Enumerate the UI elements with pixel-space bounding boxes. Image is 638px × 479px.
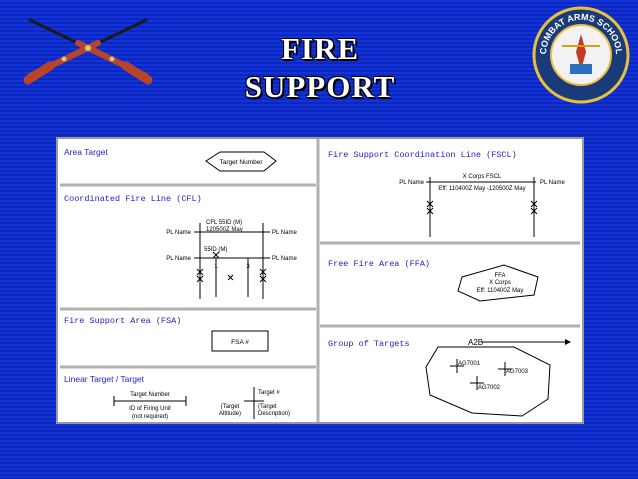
fscl-corps-label: X Corps FSCL [463, 174, 502, 180]
linear-target-not-required: (not required) [132, 414, 168, 420]
group-outline [425, 346, 551, 417]
cfl-bde-3: 3 [246, 264, 250, 270]
cfl-label-line2: 120500Z May [206, 227, 243, 233]
cfl-section: Coordinated Fire Line (CFL) PL Name PL N… [64, 194, 297, 299]
area-target-section: Area Target Target Number [64, 147, 277, 172]
cfl-heading: Coordinated Fire Line (CFL) [64, 194, 202, 204]
group-heading: Group of Targets [328, 339, 410, 349]
group-target-3: AG7003 [506, 369, 529, 375]
fscl-section: Fire Support Coordination Line (FSCL) PL… [328, 150, 565, 237]
area-target-heading: Area Target [64, 147, 108, 157]
title-line-support: SUPPORT [244, 69, 396, 104]
cfl-unit-label: 55ID (M) [204, 247, 227, 253]
fsa-box [211, 330, 269, 352]
cfl-pl-left-top: PL Name [166, 230, 191, 236]
graphics-diagram: Area Target Target Number Coordinated Fi… [60, 139, 580, 422]
linear-target-firing-unit: ID of Firing Unit [129, 406, 171, 412]
fsa-label: FSA # [231, 339, 249, 346]
fscl-effective: Eff: 110400Z May -120500Z May [438, 186, 525, 192]
target-altitude-l1: (Target [221, 404, 240, 410]
group-of-targets-section: Group of Targets A2B AG7001 AG7002 AG700… [328, 338, 571, 417]
ffa-line2: X Corps [489, 280, 511, 286]
linear-target-section: Linear Target / Target Target Number ID … [64, 374, 290, 420]
combat-arms-school-seal-icon: COMBAT ARMS SCHOOL [532, 6, 630, 104]
group-target-2: AG7002 [478, 385, 501, 391]
linear-target-number: Target Number [130, 392, 170, 398]
cfl-bde-1: 1 [214, 264, 218, 270]
linear-target-heading: Linear Target / Target [64, 374, 145, 384]
target-altitude-l2: Altitude) [219, 411, 241, 417]
title-line-fire: FIRE [280, 31, 360, 66]
group-target-1: AG7001 [458, 361, 481, 367]
group-name: A2B [468, 338, 483, 347]
ffa-section: Free Fire Area (FFA) FFA X Corps Eff: 11… [328, 259, 539, 302]
ffa-line3: Eff: 110400Z May [477, 288, 524, 294]
ffa-line1: FFA [494, 273, 505, 279]
target-desc-l2: Description) [258, 411, 290, 417]
fsa-heading: Fire Support Area (FSA) [64, 316, 181, 326]
crossed-rifles-icon [23, 18, 153, 85]
area-target-label: Target Number [220, 159, 264, 166]
cfl-label-line1: CFL 55ID (M) [206, 220, 242, 226]
slide-title: FIRE SUPPORT [180, 30, 460, 106]
target-desc-l1: (Target [258, 404, 277, 410]
fscl-pl-right: PL Name [540, 180, 565, 186]
cfl-pl-right-bottom: PL Name [272, 256, 297, 262]
cfl-pl-right-top: PL Name [272, 230, 297, 236]
fscl-pl-left: PL Name [399, 180, 424, 186]
area-target-outline [205, 151, 277, 172]
ffa-outline [457, 264, 539, 302]
fscl-heading: Fire Support Coordination Line (FSCL) [328, 150, 517, 160]
ffa-heading: Free Fire Area (FFA) [328, 259, 430, 269]
cfl-pl-left-bottom: PL Name [166, 256, 191, 262]
fsa-section: Fire Support Area (FSA) FSA # [64, 316, 269, 352]
fire-support-graphics-panel: Area Target Target Number Coordinated Fi… [56, 137, 584, 424]
point-target-number: Target # [258, 390, 280, 396]
